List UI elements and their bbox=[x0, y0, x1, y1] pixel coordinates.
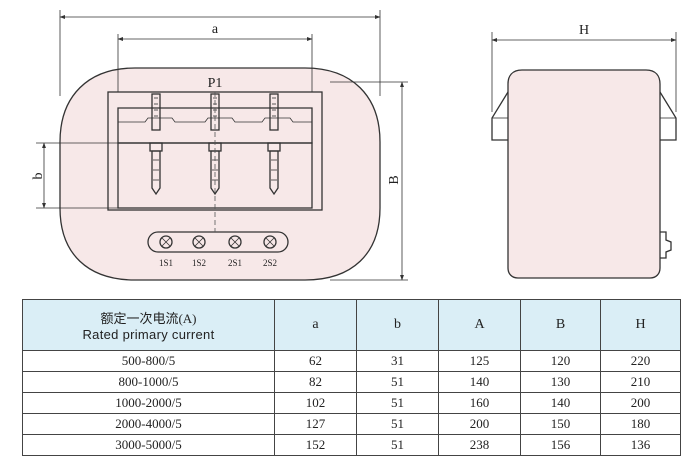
terminal-label-1s1: 1S1 bbox=[159, 258, 173, 268]
side-ear-right bbox=[659, 91, 677, 141]
terminal-label-1s2: 1S2 bbox=[192, 258, 206, 268]
stud-left bbox=[149, 93, 163, 196]
cell-H: 210 bbox=[600, 371, 681, 393]
header-rated-current: 额定一次电流(A) Rated primary current bbox=[22, 299, 275, 351]
cell-current: 500-800/5 bbox=[22, 350, 275, 372]
table-row: 3000-5000/5 152 51 238 156 136 bbox=[22, 434, 681, 456]
header-rated-current-en: Rated primary current bbox=[82, 327, 215, 342]
side-body bbox=[507, 69, 661, 279]
dim-B-label: B bbox=[387, 175, 402, 184]
cell-B: 156 bbox=[520, 434, 601, 456]
cell-b: 51 bbox=[356, 413, 439, 435]
cell-A: 200 bbox=[438, 413, 521, 435]
cell-b: 31 bbox=[356, 350, 439, 372]
terminal-screw-1s2 bbox=[192, 235, 206, 249]
cell-current: 3000-5000/5 bbox=[22, 434, 275, 456]
cell-A: 160 bbox=[438, 392, 521, 414]
cell-current: 2000-4000/5 bbox=[22, 413, 275, 435]
terminal-screw-2s1 bbox=[228, 235, 242, 249]
cell-a: 152 bbox=[274, 434, 357, 456]
cell-b: 51 bbox=[356, 392, 439, 414]
cell-B: 140 bbox=[520, 392, 601, 414]
header-rated-current-cn: 额定一次电流(A) bbox=[100, 311, 197, 326]
header-col-a: a bbox=[274, 299, 357, 351]
table-row: 2000-4000/5 127 51 200 150 180 bbox=[22, 413, 681, 435]
cell-current: 800-1000/5 bbox=[22, 371, 275, 393]
terminal-label-2s1: 2S1 bbox=[228, 258, 242, 268]
dim-b-label: b bbox=[31, 173, 46, 180]
cell-current: 1000-2000/5 bbox=[22, 392, 275, 414]
header-col-H: H bbox=[600, 299, 681, 351]
cell-b: 51 bbox=[356, 434, 439, 456]
cell-a: 102 bbox=[274, 392, 357, 414]
header-col-b: b bbox=[356, 299, 439, 351]
header-col-B: B bbox=[520, 299, 601, 351]
terminal-screw-2s2 bbox=[263, 235, 277, 249]
dim-H-label: H bbox=[579, 23, 589, 38]
cell-a: 127 bbox=[274, 413, 357, 435]
cell-H: 220 bbox=[600, 350, 681, 372]
cell-H: 200 bbox=[600, 392, 681, 414]
side-ear-left bbox=[491, 91, 509, 141]
cell-H: 180 bbox=[600, 413, 681, 435]
cell-B: 150 bbox=[520, 413, 601, 435]
table-row: 1000-2000/5 102 51 160 140 200 bbox=[22, 392, 681, 414]
cell-H: 136 bbox=[600, 434, 681, 456]
table-row: 800-1000/5 82 51 140 130 210 bbox=[22, 371, 681, 393]
side-terminal-nub bbox=[660, 231, 672, 259]
cell-b: 51 bbox=[356, 371, 439, 393]
cell-B: 120 bbox=[520, 350, 601, 372]
terminal-screw-1s1 bbox=[159, 235, 173, 249]
cell-A: 238 bbox=[438, 434, 521, 456]
primary-terminal-label: P1 bbox=[208, 76, 223, 91]
transformer-drawing: P1 1S1 1S2 2S1 2S2 a b bbox=[31, 10, 677, 281]
cell-A: 140 bbox=[438, 371, 521, 393]
cell-B: 130 bbox=[520, 371, 601, 393]
front-view: P1 1S1 1S2 2S1 2S2 a b bbox=[31, 10, 408, 281]
terminal-label-2s2: 2S2 bbox=[263, 258, 277, 268]
table-header-row: 额定一次电流(A) Rated primary current a b A B … bbox=[22, 299, 681, 351]
dim-a-label: a bbox=[212, 22, 219, 37]
cell-a: 82 bbox=[274, 371, 357, 393]
stud-right bbox=[267, 93, 281, 196]
table-row: 500-800/5 62 31 125 120 220 bbox=[22, 350, 681, 372]
header-col-A: A bbox=[438, 299, 521, 351]
cell-A: 125 bbox=[438, 350, 521, 372]
terminal-strip bbox=[147, 231, 289, 253]
cell-a: 62 bbox=[274, 350, 357, 372]
transformer-body bbox=[59, 67, 381, 281]
spec-table: 额定一次电流(A) Rated primary current a b A B … bbox=[22, 299, 681, 456]
side-view: H bbox=[491, 23, 677, 279]
